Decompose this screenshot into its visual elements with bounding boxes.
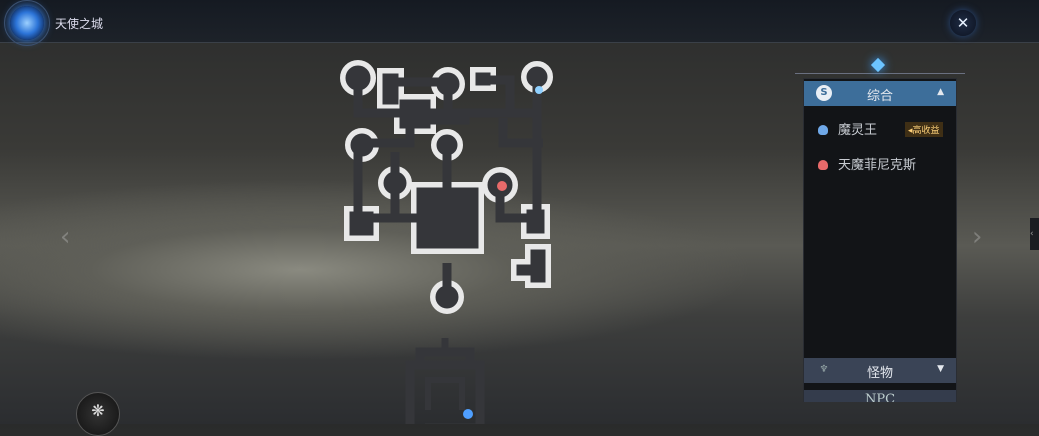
item-label: 天魔菲尼克斯 xyxy=(838,158,917,173)
category-label: 怪物 xyxy=(866,366,893,381)
side-drawer-tab[interactable]: ‹ xyxy=(1030,218,1039,250)
item-label: 魔灵王 xyxy=(838,123,878,138)
skull-icon xyxy=(818,125,828,135)
legend-panel: S 综合 ▲ 魔灵王 ◂高收益 天魔菲尼克斯 ♆ 怪物 ▼ NPC xyxy=(803,78,957,402)
category-monsters[interactable]: ♆ 怪物 ▼ xyxy=(804,358,956,383)
close-button[interactable]: ✕ xyxy=(950,10,976,36)
scroll-map-button[interactable]: ❋ xyxy=(76,392,120,436)
category-general[interactable]: S 综合 ▲ xyxy=(804,81,956,106)
category-label: NPC xyxy=(864,392,896,402)
top-bar: 天使之城 ✕ xyxy=(0,0,1039,46)
map-title: 天使之城 xyxy=(55,17,104,31)
category-npc[interactable]: NPC xyxy=(804,390,956,402)
next-map-arrow[interactable]: › xyxy=(972,222,983,252)
waypoint-marker[interactable] xyxy=(535,86,543,94)
high-reward-badge: ◂高收益 xyxy=(905,122,943,137)
list-item-boss-1[interactable]: 魔灵王 xyxy=(818,119,877,138)
category-label: 综合 xyxy=(866,89,893,104)
skull-icon xyxy=(818,160,828,170)
chevron-up-icon: ▲ xyxy=(937,87,944,97)
prev-map-arrow[interactable]: ‹ xyxy=(60,222,71,252)
panel-ornament xyxy=(795,58,965,74)
boss-marker[interactable] xyxy=(497,181,507,191)
demon-icon: ♆ xyxy=(819,364,829,375)
chevron-down-icon: ▼ xyxy=(937,364,944,374)
list-item-boss-2[interactable]: 天魔菲尼克斯 xyxy=(818,154,916,173)
angel-city-emblem-icon xyxy=(4,0,50,46)
compass-icon: S xyxy=(816,85,832,101)
dungeon-map[interactable] xyxy=(0,0,1039,424)
player-marker[interactable] xyxy=(463,409,473,419)
map-rooms xyxy=(346,66,547,424)
